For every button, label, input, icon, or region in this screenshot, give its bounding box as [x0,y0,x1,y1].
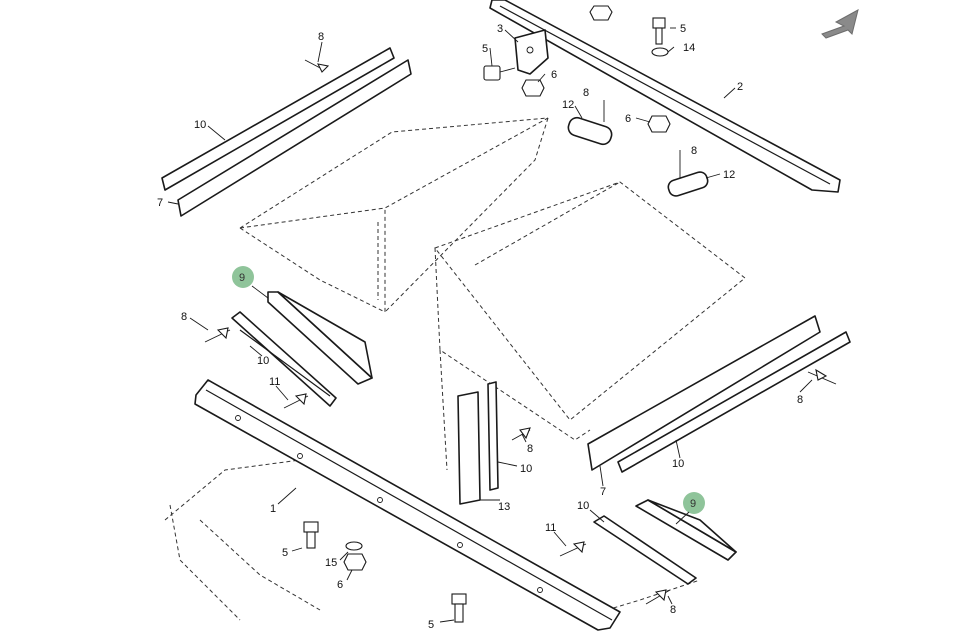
nut-6-mid [647,115,671,133]
callout-8-right: 8 [797,394,803,406]
callout-9-left: 9 [239,272,245,284]
callout-10-lower-right: 10 [577,500,589,512]
callout-5-bottom: 5 [282,547,288,559]
ghost-frame-bottom [164,459,701,621]
part-7-strip-top-left [177,59,412,217]
nut-6-bottom [343,553,367,571]
leader-lines [167,27,813,623]
callout-11-left: 11 [269,376,280,388]
callout-2: 2 [737,81,743,93]
callout-13: 13 [498,501,510,513]
bolt-8-right [807,368,837,385]
nut-top [589,5,613,21]
callout-10-top-left: 10 [194,119,206,131]
part-10-strip-left [231,311,337,407]
callout-6-mid: 6 [625,113,631,125]
ghost-housing-left [239,117,549,313]
part-10-strip-lower-right [593,515,697,585]
callout-5-top-right: 5 [680,23,686,35]
bolt-11-lower-right [559,541,587,557]
callout-5-low: 5 [428,619,434,631]
ghost-housing-center [434,181,746,471]
callout-10-center: 10 [520,463,532,475]
callout-15: 15 [325,557,337,569]
bolt-5-bracket [483,65,516,81]
direction-arrow-icon [821,9,859,39]
washer-15 [345,541,363,551]
part-3-bracket [514,29,549,75]
callout-5-bracket: 5 [482,43,488,55]
bolt-8-center [511,427,531,441]
bolt-5-low [451,593,467,623]
part-1-long-plate [194,379,621,631]
part-12-link-upper [567,100,613,146]
bolt-11-left [283,393,309,409]
callout-3: 3 [497,23,503,35]
part-10-strip-center [487,381,499,491]
part-10-strip-top-left [161,47,395,191]
callout-12-upper: 12 [562,99,574,111]
callout-14: 14 [683,42,695,54]
bolt-8-top [304,59,330,73]
callout-8-left: 8 [181,311,187,323]
part-2-top-channel [489,0,841,193]
part-9-bracket-left [267,291,373,385]
callout-6-bracket: 6 [551,69,557,81]
bolt-5-top-right [651,17,669,57]
callout-10-right: 10 [672,458,684,470]
part-13-plate-center [457,391,481,505]
callout-8-upper-link: 8 [583,87,589,99]
callout-8-lower-link: 8 [691,145,697,157]
bolt-5-bottom [303,521,319,549]
bolt-8-left [204,327,231,343]
callout-6-bottom: 6 [337,579,343,591]
part-12-link-lower [667,150,709,197]
callout-10-left: 10 [257,355,269,367]
callout-labels: 8 3 5 5 14 2 6 12 8 6 8 12 10 7 9 8 10 1… [157,23,803,631]
callout-1: 1 [270,503,276,515]
callout-8-lower-right: 8 [670,604,676,616]
part-10-strip-right [617,331,851,473]
callout-8-top: 8 [318,31,324,43]
callout-8-center: 8 [527,443,533,455]
callout-11-lower-right: 11 [545,522,556,534]
callout-7-left: 7 [157,197,163,209]
part-7-strip-right [587,315,821,471]
highlight-marker-left [232,266,254,288]
callout-7-right: 7 [600,486,606,498]
nut-6-bracket [521,79,545,97]
bolt-8-lower-right [645,589,671,605]
part-9-bracket-right [635,499,737,561]
callout-12-lower: 12 [723,169,735,181]
callout-9-right: 9 [690,498,696,510]
highlight-marker-right [683,492,705,514]
